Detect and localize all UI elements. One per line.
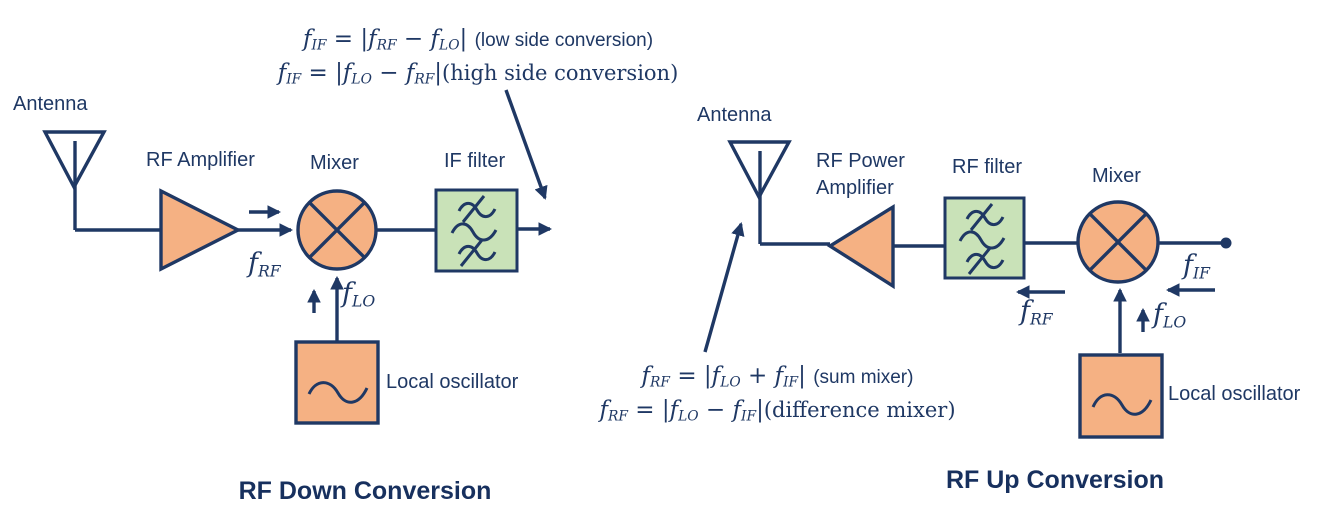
up-amplifier-label: RF Power Amplifier [816,150,905,199]
down-conversion-formulas: fIF = |fRF − fLO| (low side conversion) … [258,25,698,94]
terminal-dot [1220,237,1232,249]
rf-power-amplifier-icon [826,203,895,290]
down-formula-low-side: fIF = |fRF − fLO| (low side conversion) [302,26,654,54]
rf-amplifier-icon [159,188,242,272]
up-oscillator-label: Local oscillator [1168,383,1301,405]
up-formula-sum-mixer: fRF = |fLO + fIF| (sum mixer) [641,363,914,391]
up-annotation-arrow [703,222,745,353]
up-f-if-label: fIF [1183,250,1211,283]
down-conversion-group [42,89,553,425]
up-f-lo-label: fLO [1153,299,1187,332]
up-conversion-group [703,140,1232,439]
down-antenna-label: Antenna [13,93,88,115]
down-filter-label: IF filter [444,150,506,172]
up-conversion-formulas: fRF = |fLO + fIF| (sum mixer) fRF = |fLO… [580,362,975,431]
up-formula-difference-mixer: fRF = |fLO − fIF|(difference mixer) [599,397,956,425]
down-f-rf-label: fRF [248,248,281,281]
down-f-lo-label: fLO [342,278,376,311]
rf-filter-icon [943,196,1026,280]
down-amplifier-label: RF Amplifier [146,149,255,171]
mixer-icon [296,189,378,271]
antenna-icon [42,130,161,232]
antenna-icon [727,140,830,246]
local-oscillator-icon [294,340,380,425]
mixer-icon [1076,200,1160,284]
up-antenna-label: Antenna [697,104,772,126]
up-filter-label: RF filter [952,156,1022,178]
down-annotation-arrow [504,89,548,200]
up-f-rf-label: fRF [1020,296,1053,329]
if-filter-icon [434,188,519,273]
down-conversion-title: RF Down Conversion [238,477,492,505]
down-formula-high-side: fIF = |fLO − fRF|(high side conversion) [277,60,679,88]
up-mixer-label: Mixer [1092,165,1141,187]
down-mixer-label: Mixer [310,152,359,174]
down-oscillator-label: Local oscillator [386,371,519,393]
up-conversion-title: RF Up Conversion [945,466,1165,494]
local-oscillator-icon [1078,353,1164,439]
